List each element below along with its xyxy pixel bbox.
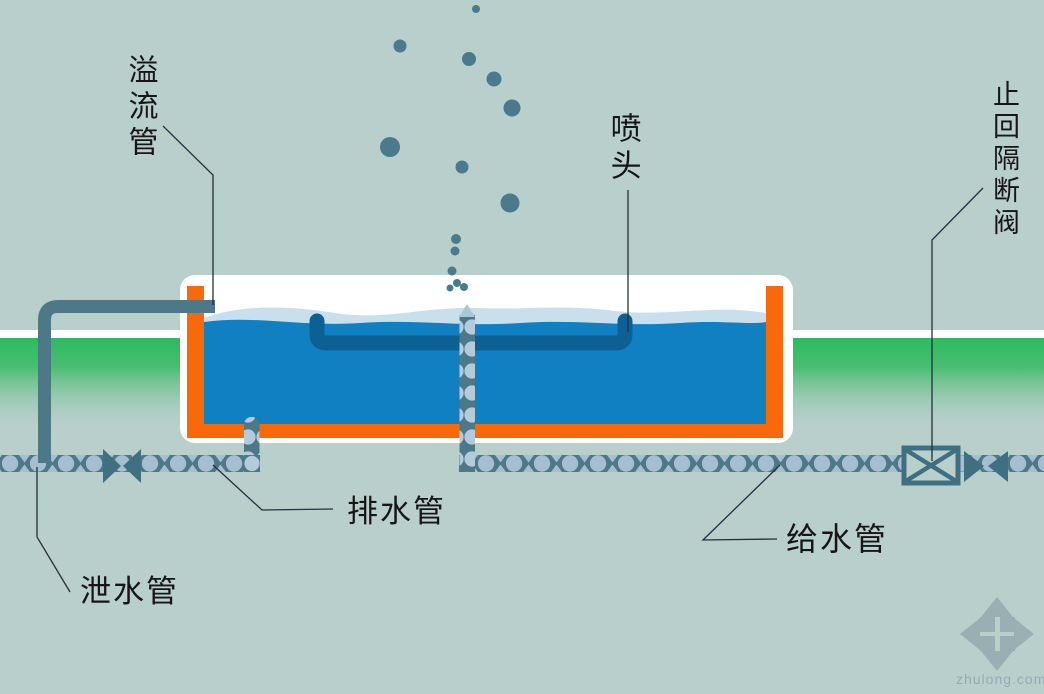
pool-wall-right <box>766 286 783 438</box>
gate-valve-left-icon <box>103 449 141 483</box>
check-isolation-valve-icon <box>901 445 961 486</box>
gate-valve-right-icon <box>964 451 1008 482</box>
label-drain-pipe: 排水管 <box>347 494 446 529</box>
drain-pipe-run <box>0 455 248 472</box>
overflow-pipe <box>38 300 215 463</box>
pool-floor <box>187 424 783 438</box>
leader-supply-pipe <box>701 464 781 541</box>
watermark-text: zhulong.com <box>956 671 1044 687</box>
label-check-isolation-valve: 止回隔断阀 <box>989 80 1020 240</box>
watermark-logo-icon <box>960 597 1034 671</box>
leader-check-valve <box>931 187 984 461</box>
label-leak-drain-pipe: 泄水管 <box>80 574 179 609</box>
pool-wall-left <box>187 286 204 438</box>
leader-lines <box>36 125 984 593</box>
spray-droplets <box>380 5 521 292</box>
label-overflow-pipe: 溢流管 <box>123 54 157 162</box>
leader-leak-drain-pipe <box>36 467 71 593</box>
nozzle-riser-pipe <box>459 315 475 471</box>
drain-elbow-dot <box>244 455 260 472</box>
leader-overflow-pipe <box>162 125 214 305</box>
nozzle-tip-icon <box>459 304 475 317</box>
leader-drain-pipe <box>212 464 334 511</box>
label-supply-pipe: 给水管 <box>786 521 889 557</box>
label-nozzle: 喷头 <box>605 112 641 186</box>
